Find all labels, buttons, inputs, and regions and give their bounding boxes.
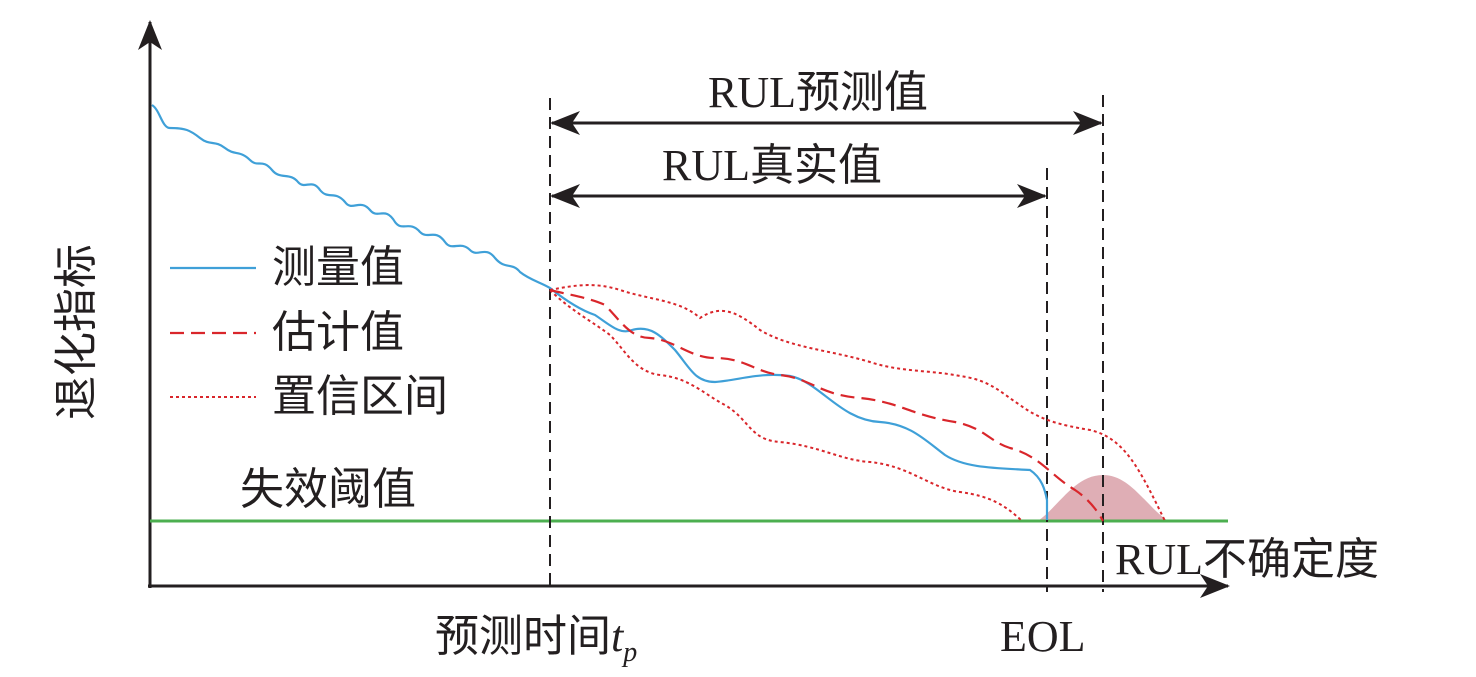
rul-predicted-label: RUL预测值 (708, 71, 928, 115)
rul-true-text: RUL真实值 (662, 141, 882, 190)
legend-measured-label: 测量值 (272, 242, 404, 293)
failure-threshold-label: 失效阈值 (240, 464, 416, 515)
y-axis-label: 退化指标 (51, 244, 102, 420)
measured-curve (151, 104, 1049, 520)
rul-predicted-text: RUL预测值 (708, 68, 928, 117)
confidence-lower-curve (549, 289, 1023, 522)
prediction-time-text: 预测时间 (435, 612, 611, 661)
legend-estimated-label: 估计值 (272, 307, 404, 358)
prediction-time-var: t (611, 612, 624, 661)
rul-true-label: RUL真实值 (662, 144, 882, 188)
legend-confidence-label: 置信区间 (272, 371, 448, 422)
eol-label: EOL (1000, 612, 1086, 661)
confidence-upper-curve (549, 284, 1166, 522)
prediction-time-label: 预测时间tp (435, 615, 637, 667)
estimated-curve (549, 288, 1104, 522)
prediction-time-sub: p (623, 636, 638, 668)
rul-uncertainty-label: RUL不确定度 (1115, 535, 1379, 584)
